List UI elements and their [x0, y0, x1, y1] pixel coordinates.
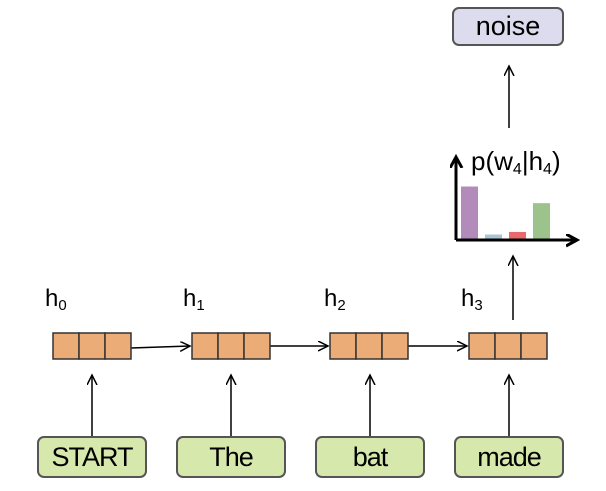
hidden-state-1	[191, 332, 271, 360]
input-word-box-1: The	[176, 436, 286, 478]
hidden-label-0: h0	[45, 285, 67, 314]
output-word: noise	[475, 11, 541, 41]
input-word-2: bat	[352, 441, 389, 472]
distribution-bar-1	[485, 234, 502, 239]
distribution-bars	[461, 186, 550, 239]
hidden-label-1: h1	[183, 285, 205, 314]
hidden-state-0	[52, 332, 132, 360]
distribution-bar-2	[509, 231, 526, 239]
input-word-box-2: bat	[315, 436, 425, 478]
input-word-box-0: START	[37, 436, 147, 478]
input-word-1: The	[209, 441, 254, 472]
hidden-label-2: h2	[324, 285, 346, 314]
input-word-3: made	[477, 441, 542, 472]
distribution-label: p(w4|h4)	[471, 146, 561, 178]
distribution-bar-0	[461, 186, 478, 239]
distribution-bar-3	[533, 203, 550, 239]
hidden-label-3: h3	[461, 285, 483, 314]
hidden-state-3	[468, 332, 548, 360]
input-word-box-3: made	[454, 436, 564, 478]
output-word-box: noise	[452, 7, 564, 46]
hidden-state-2	[329, 332, 409, 360]
recurrent-arrow-0-1	[130, 346, 190, 348]
input-word-0: START	[51, 441, 133, 472]
